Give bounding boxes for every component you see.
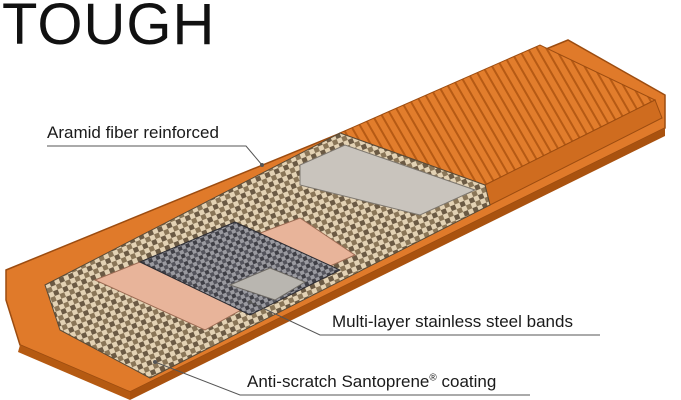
label-coating-main: Anti-scratch Santoprene [247,372,430,391]
leader-dot-coating [153,360,157,364]
leader-dot-steel [248,300,252,304]
leader-aramid [47,145,263,166]
label-coating: Anti-scratch Santoprene® coating [247,373,496,390]
carbon-layer [138,221,342,316]
registered-mark: ® [429,372,437,384]
leader-coating [154,361,530,396]
label-steel-bands: Multi-layer stainless steel bands [332,312,573,331]
page-title: TOUGH [2,0,216,57]
label-aramid: Aramid fiber reinforced [47,123,219,142]
leader-lines [47,145,600,396]
label-coating-suffix: coating [436,372,497,391]
leader-dot-aramid [260,163,264,167]
leader-steel [249,301,600,336]
stainless-steel-band [299,144,477,216]
